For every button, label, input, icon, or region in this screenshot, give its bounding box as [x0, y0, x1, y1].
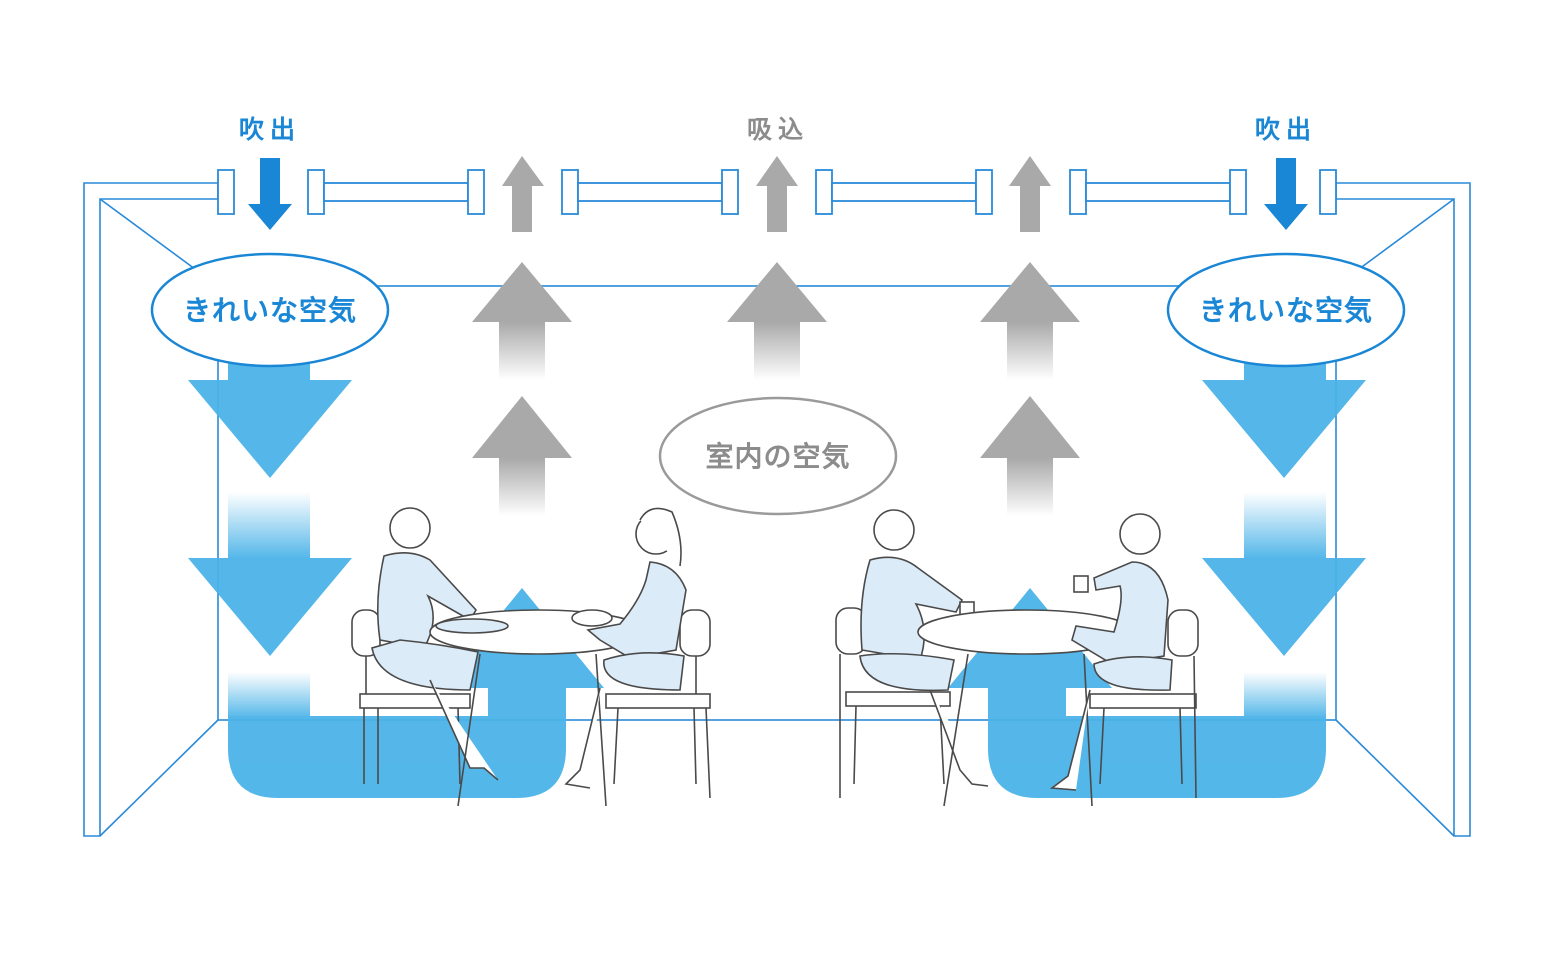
right-dining-scene — [835, 509, 1199, 807]
duct-segment — [815, 169, 993, 215]
diner-woman-left — [564, 507, 687, 789]
indoor-air-arrow — [472, 396, 572, 516]
diner-man-right — [859, 509, 989, 787]
exhaust-arrow — [756, 156, 798, 232]
duct-segment — [1069, 169, 1247, 215]
duct-segment — [561, 169, 739, 215]
ceiling-ducts — [217, 169, 1337, 215]
clean-air-label-right: きれいな空気 — [1199, 294, 1373, 327]
chair — [1089, 609, 1199, 799]
indoor-air-label: 室内の空気 — [705, 440, 850, 473]
indoor-air-arrow — [980, 262, 1080, 380]
indoor-air-arrow — [980, 396, 1080, 516]
diner-woman-right — [1049, 513, 1173, 791]
clean-air-label-left: きれいな空気 — [183, 294, 357, 327]
clean-air-bubble-left: きれいな空気 — [150, 252, 390, 368]
supply-label-right: 吹出 — [1255, 115, 1317, 144]
chair — [835, 607, 951, 798]
supply-arrow-right — [1264, 158, 1308, 230]
left-dining-scene — [351, 507, 711, 807]
indoor-air-arrow — [472, 262, 572, 380]
indoor-air-arrow — [727, 262, 827, 380]
supply-arrow-left — [248, 158, 292, 230]
clean-air-bubble-right: きれいな空気 — [1166, 252, 1406, 368]
exhaust-arrow — [502, 156, 544, 232]
chair — [605, 609, 711, 799]
diner-man-left — [371, 507, 499, 781]
indoor-air-bubble: 室内の空気 — [658, 396, 898, 516]
duct-segment — [307, 169, 485, 215]
supply-label-left: 吹出 — [239, 115, 301, 144]
indoor-air-arrows — [472, 262, 1080, 516]
exhaust-arrow — [1009, 156, 1051, 232]
exhaust-label: 吸込 — [747, 115, 809, 144]
